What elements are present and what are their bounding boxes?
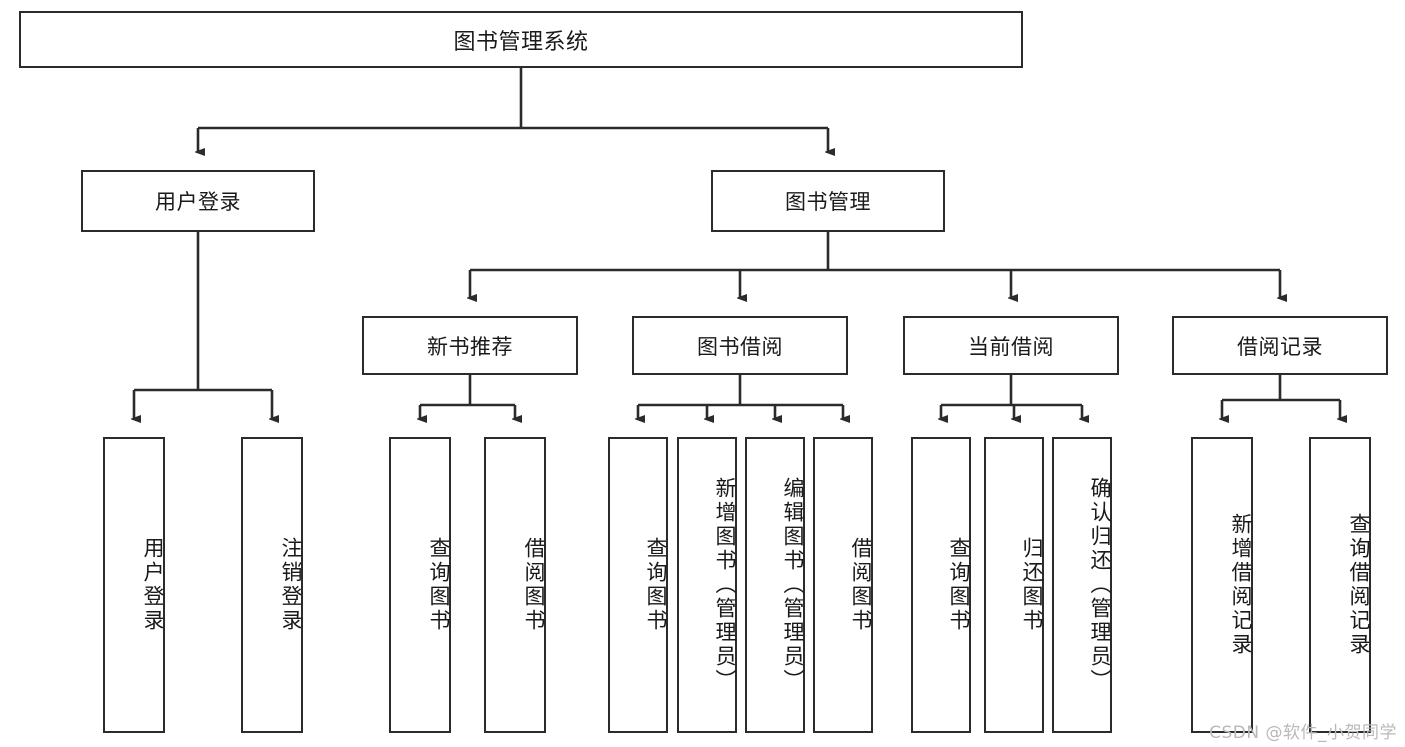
node-leaf-return-book-label: 归还图书 <box>1020 537 1044 633</box>
node-leaf-borrow-book-1-label: 借阅图书 <box>522 537 546 633</box>
node-borrow-record-label: 借阅记录 <box>1237 334 1323 359</box>
node-root[interactable]: 图书管理系统 <box>19 11 1023 68</box>
node-leaf-borrow-book-2-label: 借阅图书 <box>849 537 873 633</box>
node-leaf-user-login-label: 用户登录 <box>141 537 165 633</box>
node-book-manage[interactable]: 图书管理 <box>711 170 945 232</box>
node-leaf-return-book[interactable]: 归还图书 <box>984 437 1044 733</box>
node-borrow-record[interactable]: 借阅记录 <box>1172 316 1388 375</box>
node-user-login-label: 用户登录 <box>155 190 241 214</box>
watermark-text: CSDN @软件_小贺同学 <box>1209 723 1397 743</box>
node-leaf-query-book-1[interactable]: 查询图书 <box>389 437 451 733</box>
node-leaf-user-logout-label: 注销登录 <box>279 537 303 633</box>
node-root-label: 图书管理系统 <box>453 29 589 55</box>
node-leaf-query-book-2-label: 查询图书 <box>644 537 668 633</box>
node-leaf-borrow-book-1[interactable]: 借阅图书 <box>484 437 546 733</box>
node-leaf-query-book-2[interactable]: 查询图书 <box>608 437 668 733</box>
node-book-manage-label: 图书管理 <box>785 190 871 214</box>
node-book-borrow[interactable]: 图书借阅 <box>632 316 848 375</box>
node-current-borrow-label: 当前借阅 <box>968 334 1054 359</box>
node-leaf-confirm-return-label: 确认归还（管理员） <box>1088 477 1112 693</box>
node-leaf-query-record[interactable]: 查询借阅记录 <box>1309 437 1371 733</box>
node-leaf-add-record-label: 新增借阅记录 <box>1229 513 1253 657</box>
node-new-book-rec[interactable]: 新书推荐 <box>362 316 578 375</box>
node-leaf-query-book-1-label: 查询图书 <box>427 537 451 633</box>
node-new-book-rec-label: 新书推荐 <box>427 334 513 359</box>
node-leaf-query-record-label: 查询借阅记录 <box>1347 513 1371 657</box>
node-leaf-user-login[interactable]: 用户登录 <box>103 437 165 733</box>
node-leaf-edit-book-label: 编辑图书（管理员） <box>781 477 805 693</box>
node-leaf-confirm-return[interactable]: 确认归还（管理员） <box>1052 437 1112 733</box>
node-user-login[interactable]: 用户登录 <box>81 170 315 232</box>
node-leaf-borrow-book-2[interactable]: 借阅图书 <box>813 437 873 733</box>
node-leaf-user-logout[interactable]: 注销登录 <box>241 437 303 733</box>
node-current-borrow[interactable]: 当前借阅 <box>903 316 1119 375</box>
node-book-borrow-label: 图书借阅 <box>697 334 783 359</box>
node-leaf-add-record[interactable]: 新增借阅记录 <box>1191 437 1253 733</box>
node-leaf-query-book-3-label: 查询图书 <box>947 537 971 633</box>
node-leaf-edit-book[interactable]: 编辑图书（管理员） <box>745 437 805 733</box>
node-leaf-query-book-3[interactable]: 查询图书 <box>911 437 971 733</box>
node-leaf-add-book-label: 新增图书（管理员） <box>713 477 737 693</box>
node-leaf-add-book[interactable]: 新增图书（管理员） <box>677 437 737 733</box>
